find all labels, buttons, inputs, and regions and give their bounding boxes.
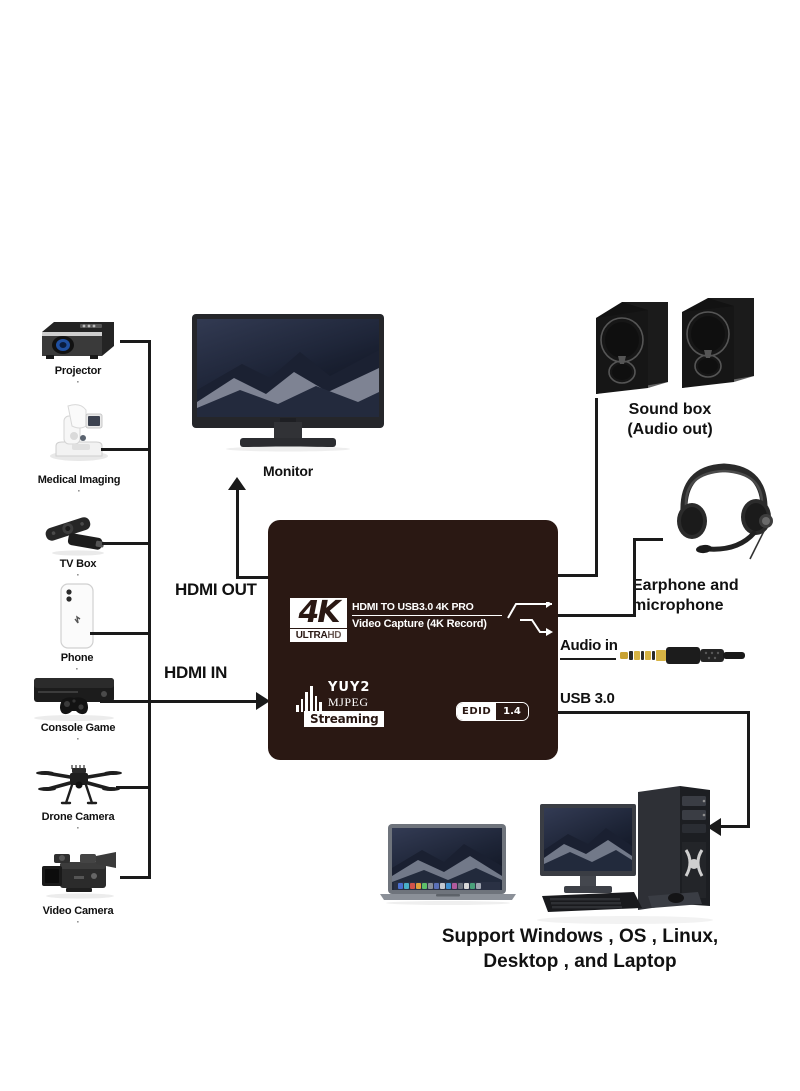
headset-label-line1: Earphone and xyxy=(632,577,739,594)
source-label-text: TV Box xyxy=(59,558,97,570)
audio-jack-icon xyxy=(618,645,746,667)
hdmi-out-label: HDMI OUT xyxy=(175,580,257,599)
edid-badge: EDID 1.4 xyxy=(456,702,529,721)
edid-label: EDID xyxy=(457,703,497,720)
earphone-microphone-label: Earphone and microphone xyxy=(632,576,792,616)
audio-in-underline xyxy=(560,658,616,660)
usb-line-vertical xyxy=(747,711,750,826)
source-label-console-game: Console Game · xyxy=(24,722,132,743)
earphone-microphone-icon xyxy=(668,455,780,563)
ultrahd-logo-text: ULTRAHD xyxy=(290,629,347,642)
streaming-badge: Streaming xyxy=(304,711,385,727)
hdmi-in-label: HDMI IN xyxy=(164,663,228,682)
source-sub-dot: · xyxy=(76,569,80,580)
branch-line-drone-camera xyxy=(116,786,151,789)
tv-box-icon xyxy=(40,516,116,556)
branch-line-medical-imaging xyxy=(101,448,151,451)
source-label-tv-box: TV Box · xyxy=(32,558,124,579)
source-label-video-camera: Video Camera · xyxy=(24,905,132,926)
monitor-icon xyxy=(190,312,386,452)
usb-label: USB 3.0 xyxy=(560,690,615,707)
headset-line-horizontal xyxy=(558,614,636,617)
source-label-text: Video Camera xyxy=(42,905,114,917)
edid-version: 1.4 xyxy=(496,703,528,720)
4k-logo-text: 4K xyxy=(290,598,347,628)
support-label-line1: Support Windows , OS , Linux, xyxy=(441,926,719,947)
branch-line-tv-box xyxy=(102,542,151,545)
source-sub-dot: · xyxy=(76,916,80,927)
source-sub-dot: · xyxy=(76,733,80,744)
source-sub-dot: · xyxy=(76,822,80,833)
device-title-line1: HDMI TO USB3.0 4K PRO xyxy=(352,601,474,613)
drone-camera-icon xyxy=(36,763,122,811)
source-label-medical-imaging: Medical Imaging · xyxy=(24,474,134,495)
equalizer-bars-icon xyxy=(296,684,323,712)
sound-box-label-line2: (Audio out) xyxy=(627,421,713,438)
support-label-line2: Desktop , and Laptop xyxy=(483,950,677,972)
usb-arrow xyxy=(707,818,721,836)
hdmi-out-line-vertical xyxy=(236,489,239,579)
source-label-projector: Projector · xyxy=(26,365,130,386)
sound-box-label-line1: Sound box xyxy=(628,401,712,418)
branch-line-video-camera xyxy=(120,876,151,879)
source-sub-dot: · xyxy=(77,485,81,496)
sound-box-icon xyxy=(588,296,758,402)
branch-line-projector xyxy=(120,340,151,343)
source-sub-dot: · xyxy=(75,663,79,674)
medical-imaging-icon xyxy=(44,400,114,462)
usb-line-into-pc xyxy=(719,825,750,828)
projector-icon xyxy=(36,312,120,362)
4k-ultrahd-logo: 4K ULTRAHD xyxy=(290,598,347,642)
hdmi-in-arrow xyxy=(256,692,270,710)
source-label-phone: Phone · xyxy=(34,652,120,673)
sound-box-label: Sound box (Audio out) xyxy=(590,400,750,440)
source-label-text: Projector xyxy=(54,365,102,377)
hdmi-in-line xyxy=(100,700,265,703)
source-sub-dot: · xyxy=(76,376,80,387)
device-title-line2: Video Capture (4K Record) xyxy=(352,615,502,632)
source-label-text: Medical Imaging xyxy=(37,474,121,486)
monitor-label: Monitor xyxy=(263,463,313,479)
hdmi-out-arrow xyxy=(228,477,246,490)
format-mjpeg-label: MJPEG xyxy=(328,695,369,709)
console-game-icon xyxy=(30,672,118,722)
headset-label-line2: microphone xyxy=(632,597,724,614)
source-label-text: Console Game xyxy=(40,722,116,734)
device-title-block: HDMI TO USB3.0 4K PRO Video Capture (4K … xyxy=(352,600,502,632)
video-camera-icon xyxy=(36,842,122,902)
branch-line-phone xyxy=(90,632,151,635)
source-label-text: Drone Camera xyxy=(41,811,115,823)
source-bus-vertical-line xyxy=(148,340,151,877)
headset-line-top xyxy=(633,538,663,541)
source-label-drone-camera: Drone Camera · xyxy=(24,811,132,832)
audio-out-line-horizontal xyxy=(558,574,598,577)
source-label-text: Phone xyxy=(60,652,94,664)
signal-flow-arrows-icon xyxy=(506,600,554,638)
phone-icon xyxy=(57,583,97,651)
audio-out-line-vertical xyxy=(595,398,598,576)
laptop-icon xyxy=(378,822,518,906)
usb-line-horizontal xyxy=(558,711,750,714)
headset-line-vertical xyxy=(633,538,636,616)
support-label: Support Windows , OS , Linux, Desktop , … xyxy=(380,925,780,974)
capture-device-body: 4K ULTRAHD HDMI TO USB3.0 4K PRO Video C… xyxy=(268,520,558,760)
desktop-pc-icon xyxy=(530,780,720,930)
audio-in-label: Audio in xyxy=(560,637,618,654)
format-yuy2-label: YUY2 xyxy=(328,680,371,695)
